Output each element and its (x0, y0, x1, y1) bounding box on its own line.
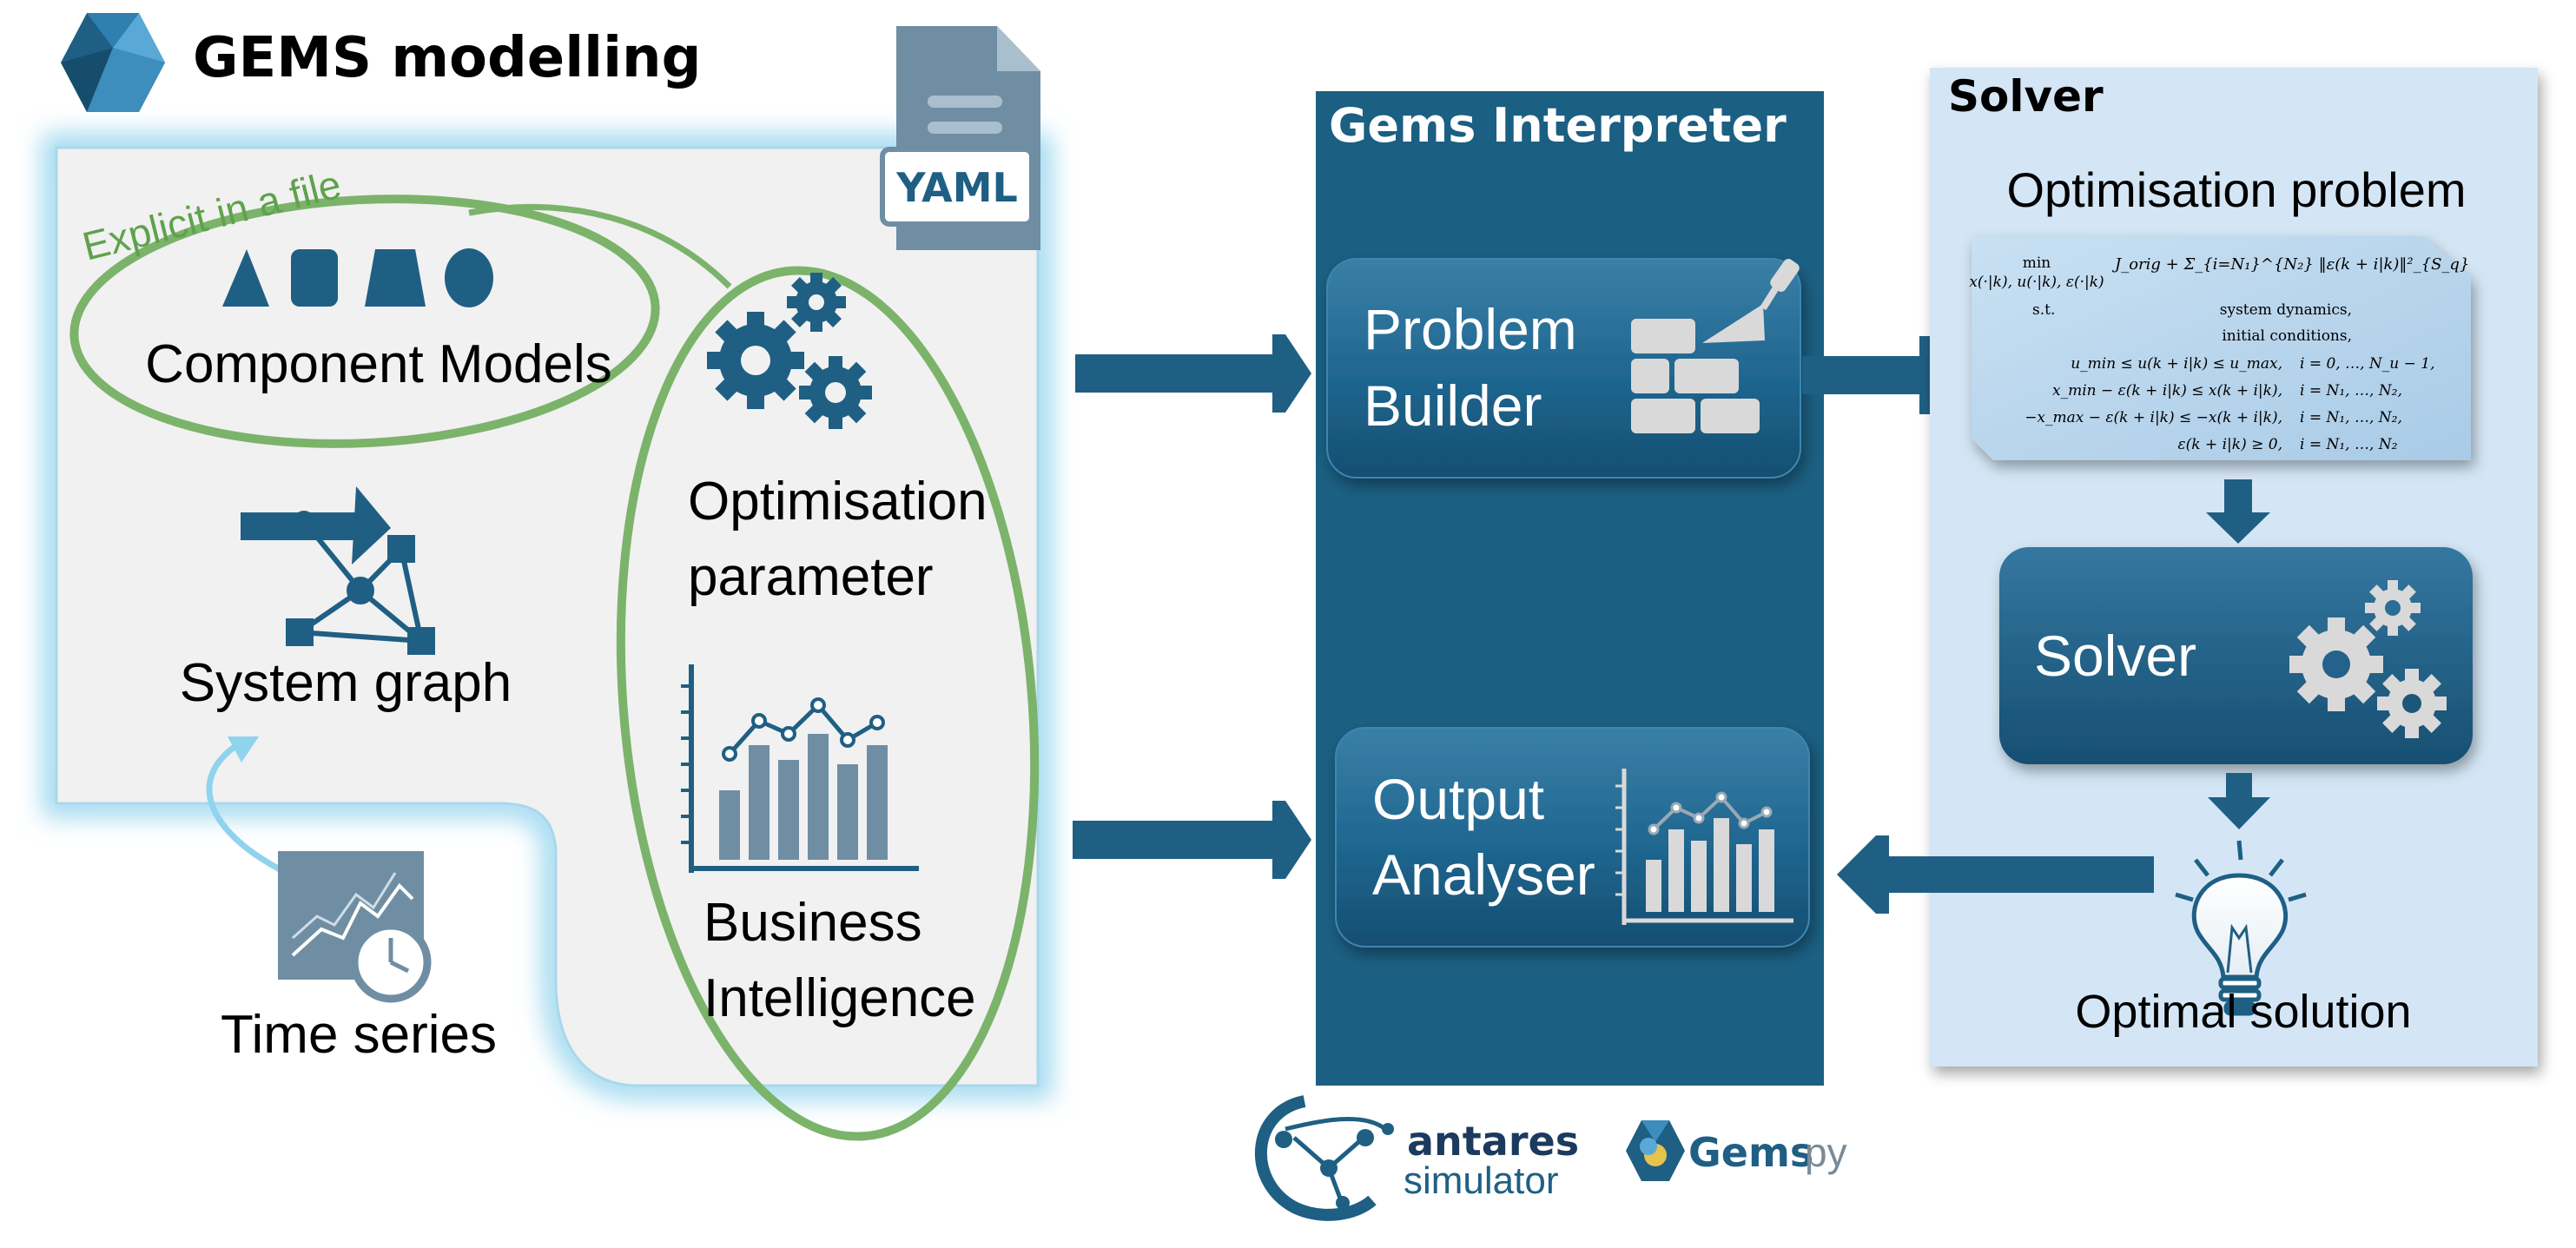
problem-builder-box: Problem Builder (1326, 258, 1801, 479)
gems-logo-icon (61, 13, 165, 112)
gems-interpreter-title: Gems Interpreter (1329, 98, 1787, 153)
output-analyser-box: Output Analyser (1335, 727, 1810, 948)
optimal-solution-label: Optimal solution (2075, 986, 2411, 1038)
explicit-swoosh (468, 203, 732, 289)
formulation-constraint-rhs: i = N₁, …, N₂, (2300, 409, 2402, 426)
problem-builder-label-line2: Builder (1364, 373, 1542, 438)
business-intelligence-label-line2: Intelligence (703, 968, 976, 1028)
formulation-min-word: min (2023, 254, 2051, 272)
optimisation-parameter-label-line1: Optimisation (688, 472, 987, 532)
arrow-to-solver (2206, 479, 2270, 544)
formulation-constraint-rhs: i = 0, …, N_u − 1, (2300, 355, 2435, 373)
optimisation-formulation-card: min x(·|k), u(·|k), ε(·|k) J_orig + Σ_{i… (1969, 236, 2471, 460)
optimisation-problem-label: Optimisation problem (2006, 162, 2466, 217)
formulation-constraint-lhs: initial conditions, (2222, 327, 2352, 345)
component-models-label: Component Models (145, 334, 612, 394)
business-intelligence-label-line1: Business (703, 893, 922, 953)
optimisation-parameter-label-line2: parameter (688, 547, 934, 607)
antares-logo-text-line1: antares (1407, 1118, 1579, 1165)
solver-box: Solver (1999, 547, 2473, 764)
component-models-highlight-loop (69, 195, 660, 448)
formulation-constraint-lhs: u_min ≤ u(k + i|k) ≤ u_max, (2071, 355, 2282, 373)
output-analyser-label-line1: Output (1372, 767, 1544, 831)
formulation-constraint-lhs: −x_max − ε(k + i|k) ≤ −x(k + i|k), (2024, 409, 2282, 426)
bricks-trowel-icon (1631, 259, 1800, 433)
business-intelligence-chart-icon (681, 664, 919, 873)
arrow-to-output-analyser-from-solver (1837, 835, 2154, 914)
optimisation-parameter-gears-icon (707, 273, 872, 429)
formulation-st: s.t. (2032, 301, 2055, 319)
output-analyser-label-line2: Analyser (1372, 842, 1595, 907)
yaml-badge-label: YAML (895, 164, 1018, 211)
time-series-link-arrow (206, 744, 288, 876)
solver-panel-title: Solver (1948, 71, 2104, 122)
time-series-label: Time series (221, 1005, 497, 1065)
antares-logo-text-line2: simulator (1404, 1159, 1559, 1202)
formulation-constraint-rhs: i = N₁, …, N₂ (2300, 436, 2398, 453)
arrow-to-output-analyser (1073, 801, 1311, 879)
system-graph-label: System graph (180, 653, 512, 713)
output-chart-icon (1615, 769, 1793, 925)
yaml-file-icon: YAML (880, 26, 1040, 250)
gemspy-logo-icon (1626, 1120, 1685, 1181)
gemspy-logo-text-py: py (1805, 1130, 1847, 1175)
arrow-to-problem-builder (1075, 334, 1311, 413)
system-graph-icon (241, 486, 435, 655)
formulation-constraint-lhs: x_min − ε(k + i|k) ≤ x(k + i|k), (2052, 382, 2282, 399)
parameters-highlight-loop (616, 266, 1040, 1141)
gems-modelling-title: GEMS modelling (193, 26, 701, 90)
antares-simulator-logo-icon (1254, 1095, 1394, 1221)
formulation-objective: J_orig + Σ_{i=N₁}^{N₂} ‖ε(k + i|k)‖²_{S_… (2111, 255, 2469, 274)
formulation-constraint-lhs: system dynamics, (2220, 301, 2352, 319)
lightbulb-icon (2175, 840, 2307, 1016)
formulation-constraint-rhs: i = N₁, …, N₂, (2300, 382, 2402, 399)
component-shapes-icon (222, 248, 493, 307)
formulation-constraint-lhs: ε(k + i|k) ≥ 0, (2178, 436, 2282, 453)
arrow-to-optimal-solution (2208, 773, 2270, 829)
formulation-min-vars: x(·|k), u(·|k), ε(·|k) (1969, 274, 2104, 291)
solver-box-label: Solver (2034, 624, 2196, 688)
problem-builder-label-line1: Problem (1364, 297, 1577, 361)
gemspy-logo-text-gems: Gems (1688, 1129, 1813, 1176)
time-series-icon (206, 736, 432, 1003)
